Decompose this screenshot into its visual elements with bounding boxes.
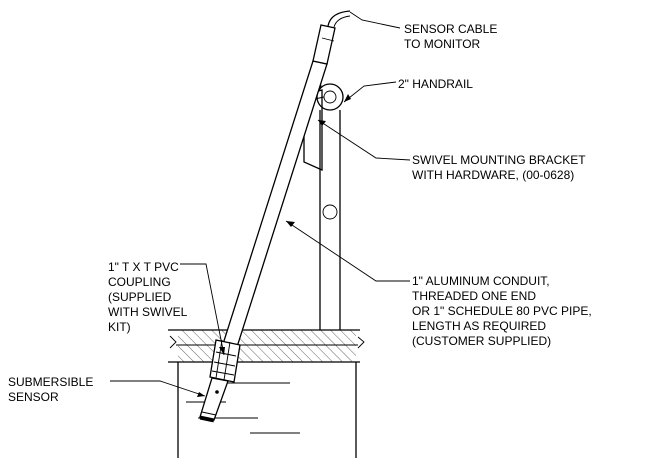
- label-line: SENSOR CABLE: [404, 22, 497, 36]
- label-line: 1" ALUMINUM CONDUIT,: [412, 274, 550, 288]
- label-conduit: 1" ALUMINUM CONDUIT, THREADED ONE END OR…: [412, 274, 592, 348]
- label-line: OR 1" SCHEDULE 80 PVC PIPE,: [412, 304, 592, 318]
- conduit-pipe: [222, 24, 336, 348]
- submersible-sensor: [199, 377, 229, 423]
- label-line: SENSOR: [8, 390, 59, 404]
- label-line: WITH HARDWARE, (00-0628): [412, 168, 574, 182]
- label-line: (SUPPLIED: [108, 290, 172, 304]
- sensor-cable: [327, 10, 351, 27]
- label-sensor-cable: SENSOR CABLE TO MONITOR: [404, 22, 497, 51]
- label-line: SUBMERSIBLE: [8, 375, 93, 389]
- label-sensor: SUBMERSIBLE SENSOR: [8, 375, 93, 404]
- label-line: THREADED ONE END: [412, 289, 536, 303]
- label-swivel-bracket: SWIVEL MOUNTING BRACKET WITH HARDWARE, (…: [412, 153, 586, 182]
- pvc-coupling: [209, 339, 241, 383]
- label-line: SWIVEL MOUNTING BRACKET: [412, 153, 586, 167]
- label-line: TO MONITOR: [404, 37, 481, 51]
- label-handrail: 2" HANDRAIL: [398, 77, 473, 91]
- label-line: LENGTH AS REQUIRED: [412, 319, 546, 333]
- label-line: 2" HANDRAIL: [398, 77, 473, 91]
- label-line: KIT): [108, 320, 131, 334]
- label-line: 1" T X T PVC: [108, 260, 179, 274]
- leader-lines: [110, 11, 411, 397]
- label-line: COUPLING: [108, 275, 171, 289]
- tank: [177, 362, 357, 458]
- label-coupling: 1" T X T PVC COUPLING (SUPPLIED WITH SWI…: [108, 260, 188, 334]
- label-line: (CUSTOMER SUPPLIED): [412, 334, 551, 348]
- label-line: WITH SWIVEL: [108, 305, 188, 319]
- concrete-slab: [168, 329, 365, 363]
